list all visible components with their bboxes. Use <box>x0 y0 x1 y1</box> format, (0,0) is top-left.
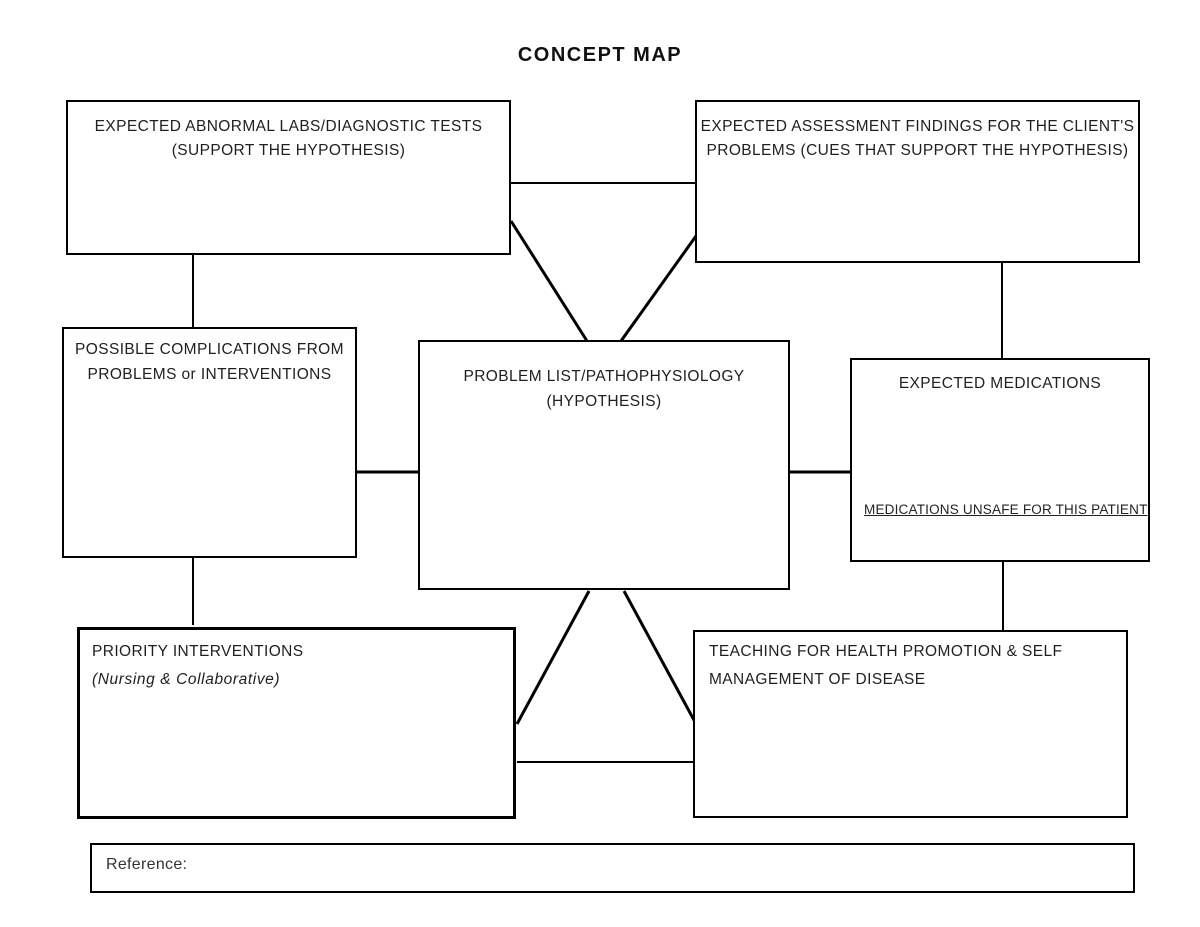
connector-labs-to-problem <box>509 220 589 342</box>
page-title: CONCEPT MAP <box>517 44 683 66</box>
assessment-findings-line1: EXPECTED ASSESSMENT FINDINGS FOR THE CLI… <box>700 118 1135 135</box>
complications-line1: POSSIBLE COMPLICATIONS FROM <box>75 341 344 358</box>
reference-box: Reference: <box>90 843 1135 893</box>
connector-assessment-to-problem <box>619 235 698 342</box>
box-problem-list: PROBLEM LIST/PATHOPHYSIOLOGY (HYPOTHESIS… <box>418 340 790 590</box>
expected-labs-line2: (SUPPORT THE HYPOTHESIS) <box>171 142 406 159</box>
box-possible-complications: POSSIBLE COMPLICATIONS FROM PROBLEMS or … <box>62 327 357 558</box>
priority-interventions-line1: PRIORITY INTERVENTIONS <box>92 643 304 660</box>
connector-problem-to-teaching <box>622 590 697 723</box>
connector-problem-to-interventions <box>515 590 591 725</box>
teaching-line2: MANAGEMENT OF DISEASE <box>709 671 926 688</box>
expected-labs-line1: EXPECTED ABNORMAL LABS/DIAGNOSTIC TESTS <box>94 118 483 135</box>
problem-list-line2: (HYPOTHESIS) <box>546 393 662 410</box>
complications-line2: PROBLEMS or INTERVENTIONS <box>87 366 332 383</box>
medications-unsafe-label: MEDICATIONS UNSAFE FOR THIS PATIENT <box>864 502 1148 517</box>
problem-list-line1: PROBLEM LIST/PATHOPHYSIOLOGY <box>463 368 745 385</box>
box-priority-interventions: PRIORITY INTERVENTIONS (Nursing & Collab… <box>77 627 516 819</box>
teaching-line1: TEACHING FOR HEALTH PROMOTION & SELF <box>709 643 1063 660</box>
assessment-findings-line2: PROBLEMS (CUES THAT SUPPORT THE HYPOTHES… <box>706 142 1129 159</box>
priority-interventions-line2: (Nursing & Collaborative) <box>92 671 281 688</box>
expected-medications-title: EXPECTED MEDICATIONS <box>898 375 1102 392</box>
reference-label: Reference: <box>106 856 188 873</box>
box-expected-medications: EXPECTED MEDICATIONS MEDICATIONS UNSAFE … <box>850 358 1150 562</box>
box-expected-labs: EXPECTED ABNORMAL LABS/DIAGNOSTIC TESTS … <box>66 100 511 255</box>
box-assessment-findings: EXPECTED ASSESSMENT FINDINGS FOR THE CLI… <box>695 100 1140 263</box>
box-teaching-health-promotion: TEACHING FOR HEALTH PROMOTION & SELF MAN… <box>693 630 1128 818</box>
